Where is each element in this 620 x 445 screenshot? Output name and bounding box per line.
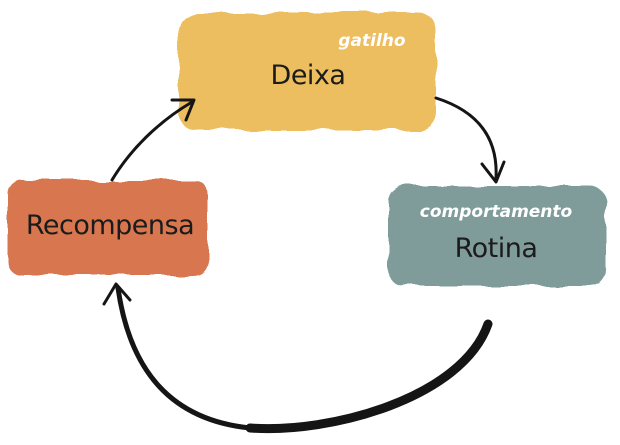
node-recompensa-shape	[8, 180, 208, 276]
node-recompensa-label: Recompensa	[26, 210, 194, 241]
arrow-rotina-to-recompensa	[102, 282, 493, 434]
node-deixa-label: Deixa	[271, 60, 346, 91]
node-rotina-sublabel: comportamento	[420, 202, 573, 222]
arrow-recompensa-to-deixa	[110, 98, 196, 182]
node-deixa-sublabel: gatilho	[338, 31, 406, 51]
node-deixa: gatilho Deixa	[178, 12, 436, 130]
node-rotina-label: Rotina	[455, 233, 538, 264]
node-rotina: comportamento Rotina	[388, 186, 606, 286]
node-rotina-shape	[388, 186, 606, 286]
arrow-deixa-to-rotina	[434, 96, 506, 184]
node-recompensa: Recompensa	[8, 180, 208, 276]
node-deixa-shape	[178, 12, 436, 130]
